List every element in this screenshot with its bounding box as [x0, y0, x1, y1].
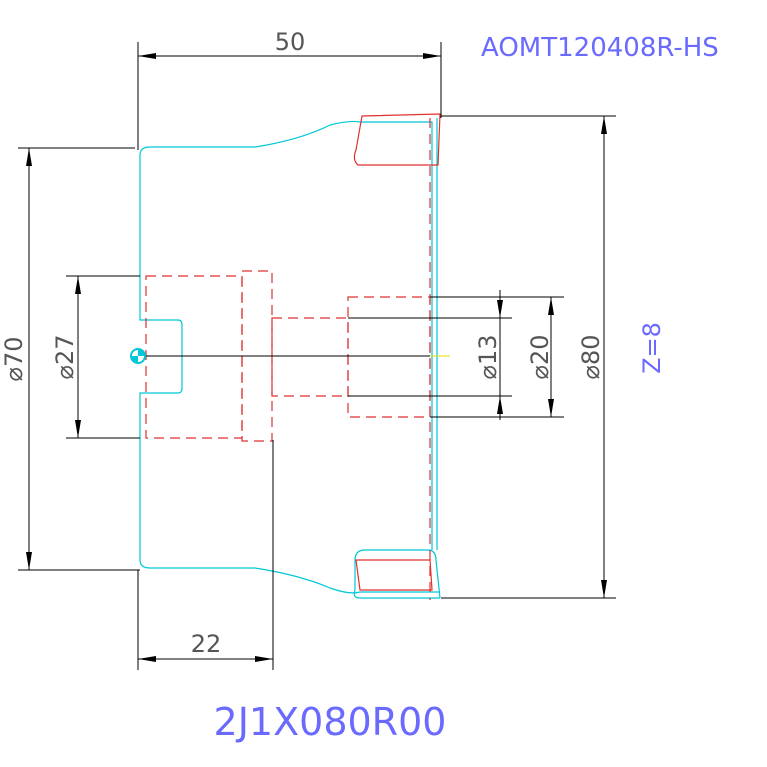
dim-80-label: ⌀80 [577, 335, 605, 380]
dim-50-label: 50 [275, 28, 306, 56]
dim-27-label: ⌀27 [51, 335, 79, 380]
dim-overall-length [137, 42, 442, 150]
body-outline [139, 118, 441, 599]
insert-top [353, 113, 441, 600]
dim-bore-diameter [66, 275, 140, 439]
dim-70-label: ⌀70 [0, 337, 28, 382]
dim-hole-small [348, 290, 512, 420]
part-number: 2J1X080R00 [214, 700, 447, 744]
dim-hole-medium [430, 296, 564, 418]
dim-shank-diameter [18, 147, 140, 571]
dim-22-label: 22 [191, 630, 222, 658]
center-mark-icon [130, 348, 146, 364]
teeth-count: Z=8 [638, 322, 666, 374]
dim-13-label: ⌀13 [474, 335, 502, 380]
dim-20-label: ⌀20 [526, 335, 554, 380]
dim-hub-length [137, 440, 274, 670]
insert-code: AOMT120408R-HS [481, 33, 719, 63]
dim-cutting-diameter [441, 115, 616, 599]
